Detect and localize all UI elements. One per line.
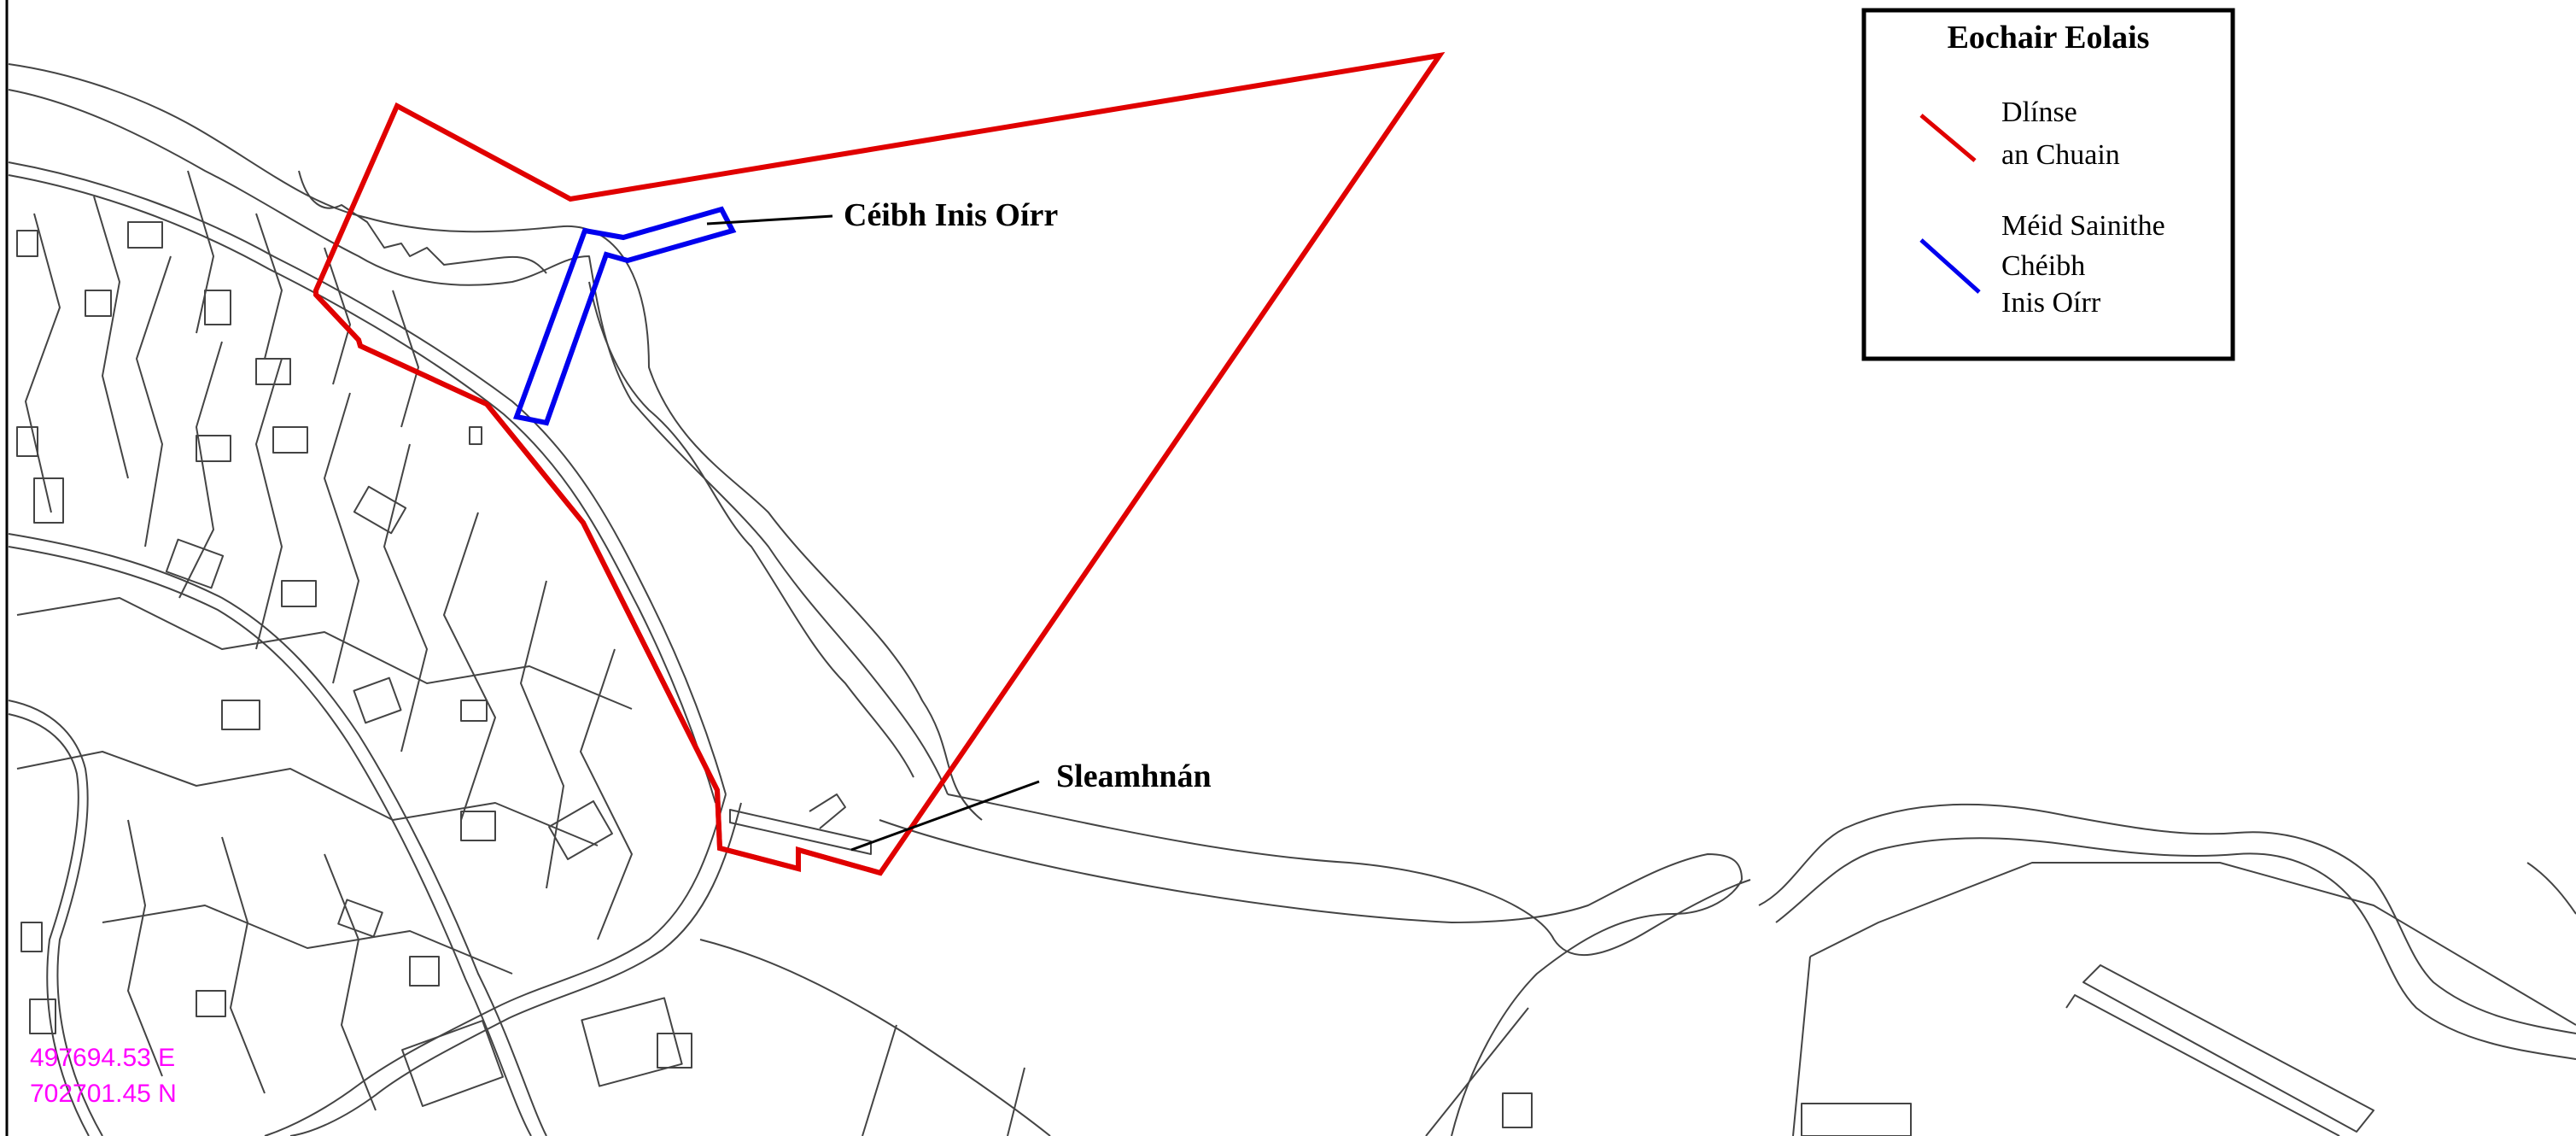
legend-item-pier-line2: Chéibh <box>2001 250 2085 282</box>
legend: Eochair Eolais Dlínse an Chuain Méid Sai… <box>1861 8 2235 361</box>
legend-title: Eochair Eolais <box>1948 20 2150 56</box>
pier-defined-extent[interactable] <box>512 206 737 426</box>
slipway-label: Sleamhnán <box>1056 758 1212 794</box>
coordinate-easting: 497694.53 E <box>30 1044 175 1072</box>
pier-label-leader <box>706 214 833 225</box>
legend-item-jurisdiction-line1: Dlínse <box>2001 97 2077 128</box>
legend-item-pier-line3: Inis Oírr <box>2001 287 2101 319</box>
pier-label: Céibh Inis Oírr <box>844 197 1058 233</box>
slipway-label-leader <box>850 780 1040 852</box>
legend-swatch-pier <box>1919 238 1981 294</box>
coordinate-northing: 702701.45 N <box>30 1080 177 1108</box>
legend-item-jurisdiction-line2: an Chuain <box>2001 139 2120 171</box>
base-map-linework <box>8 63 2576 1136</box>
legend-box <box>1861 8 2235 361</box>
legend-item-pier-line1: Méid Sainithe <box>2001 210 2165 242</box>
legend-swatch-jurisdiction <box>1919 114 1977 162</box>
